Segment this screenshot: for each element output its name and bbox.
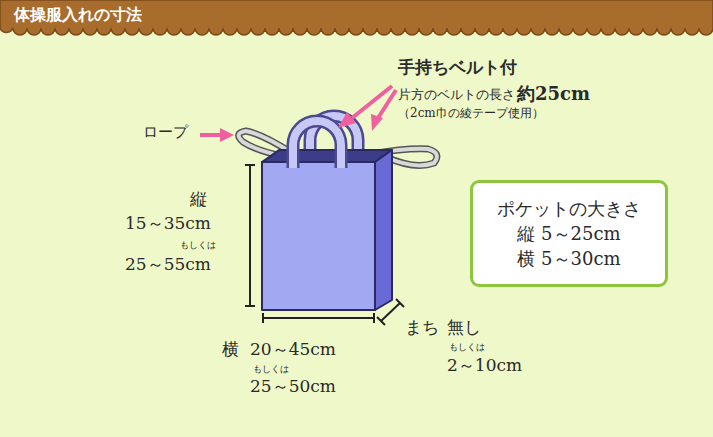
dimension-label: もしくは [253,364,289,374]
dimension-label: 横 [222,340,239,360]
dimension-label: まち [405,318,439,338]
dimension-label: 25～55cm [125,255,211,275]
dimension-label: 25～50cm [250,377,336,397]
dimension-label: 縦 [190,190,207,210]
pocket-size-text: ポケットの大きさ [497,196,641,221]
dimension-label: 約25cm [517,84,590,105]
dimension-label: もしくは [449,342,485,352]
header-band [0,0,713,35]
dimension-label: もしくは [180,240,216,250]
pocket-size-text: 縦 5～25cm [517,221,620,246]
title: 体操服入れの寸法 [14,5,142,26]
dimension-line [245,165,404,325]
dimension-label: （2cm巾の綾テープ使用） [398,107,544,121]
handle [293,121,341,168]
header-band [0,0,713,35]
dimension-label: 2～10cm [447,356,522,376]
pocket-size-text: 横 5～30cm [517,246,620,271]
dimension-label: 片方のベルトの長さ [398,88,515,103]
pocket-size-box: ポケットの大きさ縦 5～25cm横 5～30cm [470,180,668,287]
dimension-label: 手持ちベルト付 [398,58,517,78]
dimension-label: 20～45cm [250,340,336,360]
dimension-label: 無し [447,318,481,338]
dimension-label: 15～35cm [125,214,211,234]
bag-body [262,150,392,310]
dimension-label: ロープ [143,124,188,141]
pointer-arrow [200,86,396,142]
